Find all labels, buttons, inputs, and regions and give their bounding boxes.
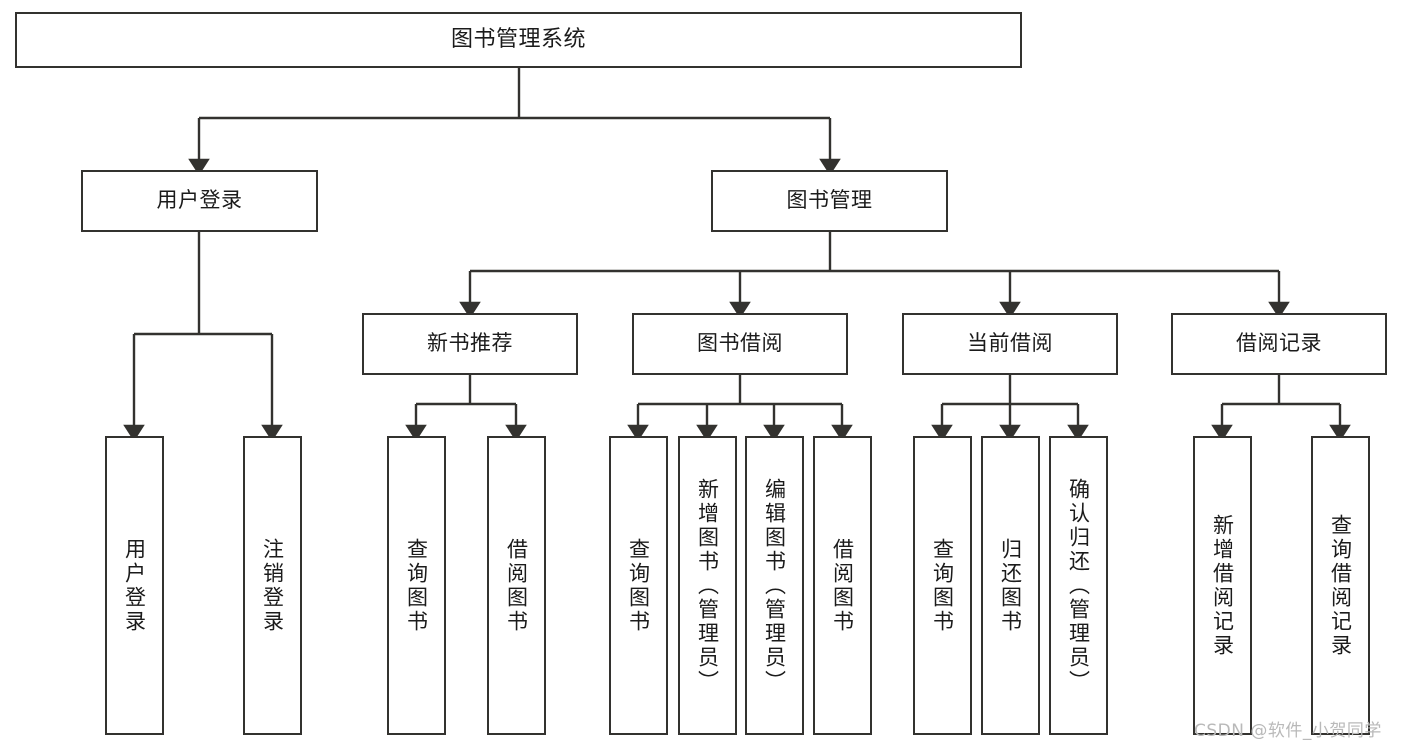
node-book-management[interactable]: 图书管理: [711, 170, 948, 232]
node-label: 图书借阅: [697, 331, 783, 356]
node-borrowing-records[interactable]: 借阅记录: [1171, 313, 1387, 375]
node-label: 借阅记录: [1236, 331, 1322, 356]
node-label: 归还图书: [998, 537, 1023, 634]
node-root-book-management-system[interactable]: 图书管理系统: [15, 12, 1022, 68]
node-label: 注销登录: [260, 537, 285, 634]
leaf-edit-book-admin[interactable]: 编辑图书（管理员）: [745, 436, 804, 735]
node-new-book-recommendation[interactable]: 新书推荐: [362, 313, 578, 375]
leaf-query-books-borrow[interactable]: 查询图书: [609, 436, 668, 735]
node-label: 当前借阅: [967, 331, 1053, 356]
leaf-add-book-admin[interactable]: 新增图书（管理员）: [678, 436, 737, 735]
node-label: 用户登录: [122, 537, 147, 634]
leaf-user-login[interactable]: 用户登录: [105, 436, 164, 735]
node-label: 编辑图书（管理员）: [762, 477, 787, 694]
leaf-query-books-new[interactable]: 查询图书: [387, 436, 446, 735]
leaf-return-books[interactable]: 归还图书: [981, 436, 1040, 735]
leaf-query-borrow-record[interactable]: 查询借阅记录: [1311, 436, 1370, 735]
node-label: 图书管理: [786, 188, 873, 213]
node-label: 确认归还（管理员）: [1066, 477, 1091, 694]
node-label: 查询图书: [404, 537, 429, 634]
leaf-borrow-books-new[interactable]: 借阅图书: [487, 436, 546, 735]
node-label: 查询借阅记录: [1328, 513, 1353, 658]
node-label: 新增借阅记录: [1210, 513, 1235, 658]
node-label: 用户登录: [156, 188, 243, 213]
csdn-watermark: CSDN @软件_小贺同学: [1194, 721, 1382, 741]
node-label: 图书管理系统: [450, 26, 586, 52]
node-label: 查询图书: [930, 537, 955, 634]
node-label: 新增图书（管理员）: [695, 477, 720, 694]
node-label: 借阅图书: [504, 537, 529, 634]
node-label: 查询图书: [626, 537, 651, 634]
leaf-confirm-return-admin[interactable]: 确认归还（管理员）: [1049, 436, 1108, 735]
node-book-borrowing[interactable]: 图书借阅: [632, 313, 848, 375]
leaf-lend-books[interactable]: 借阅图书: [813, 436, 872, 735]
node-user-login[interactable]: 用户登录: [81, 170, 318, 232]
node-label: 借阅图书: [830, 537, 855, 634]
node-label: 新书推荐: [427, 331, 513, 356]
leaf-add-borrow-record[interactable]: 新增借阅记录: [1193, 436, 1252, 735]
leaf-logout[interactable]: 注销登录: [243, 436, 302, 735]
leaf-query-books-current[interactable]: 查询图书: [913, 436, 972, 735]
node-current-borrowing[interactable]: 当前借阅: [902, 313, 1118, 375]
